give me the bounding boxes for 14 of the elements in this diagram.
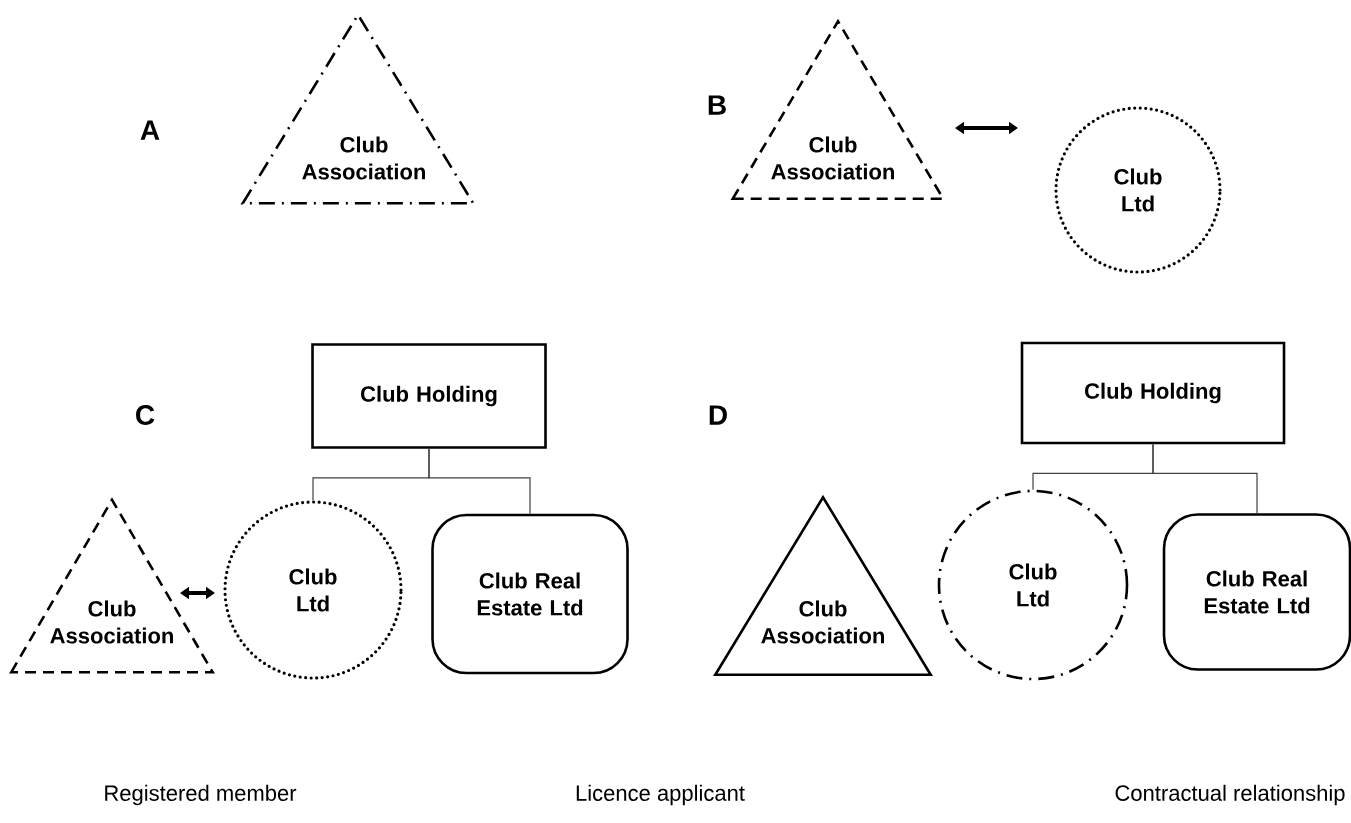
- caption-text: Contractual relationship: [1115, 784, 1345, 806]
- caption-text: Registered member: [105, 784, 297, 806]
- panel-letter: D: [709, 405, 727, 425]
- box: Club Holding: [1020, 341, 1286, 445]
- panel-letter: A: [140, 120, 160, 140]
- arrow: [955, 121, 1018, 135]
- connector-line: [428, 448, 531, 515]
- panel-letter: C: [136, 405, 155, 425]
- rounded-box: Club Real Estate Ltd: [1162, 513, 1351, 671]
- box: Club Holding: [311, 343, 547, 449]
- connector-line: [1152, 443, 1258, 514]
- rounded-box: Club Real Estate Ltd: [431, 513, 629, 675]
- arrow: [180, 586, 215, 600]
- caption-text: Licence applicant: [576, 784, 745, 806]
